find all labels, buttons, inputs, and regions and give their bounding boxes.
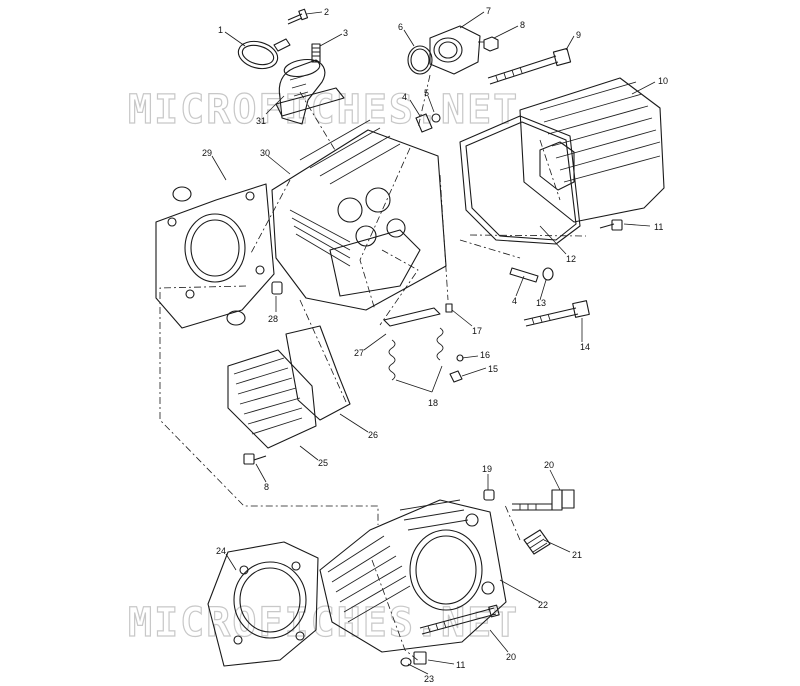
cover-gasket-lower [285, 325, 351, 421]
o-ring [407, 45, 433, 75]
cover-bolt-lower [243, 453, 267, 465]
watermark-top: MICROFICHES.NET [128, 87, 519, 133]
intake-bolt [311, 43, 321, 63]
valve-guide-right [509, 267, 554, 283]
cylinder-head-bottom [319, 499, 507, 653]
base-gasket [207, 541, 319, 667]
long-stud-right [523, 300, 590, 327]
callout-8-top: 8 [520, 20, 525, 30]
callout-12: 12 [566, 254, 576, 264]
callout-24: 24 [216, 546, 226, 556]
callout-22: 22 [538, 600, 548, 610]
leader-lines [211, 11, 656, 675]
callout-29: 29 [202, 148, 212, 158]
callout-3: 3 [343, 28, 348, 38]
dowel-pin [445, 303, 453, 313]
callout-21: 21 [572, 550, 582, 560]
washer-bottom [400, 657, 412, 667]
callout-17: 17 [472, 326, 482, 336]
callout-1: 1 [218, 25, 223, 35]
callout-31: 31 [256, 116, 266, 126]
hose-clamp [237, 38, 291, 70]
head-plug [271, 281, 283, 295]
callout-5: 5 [424, 88, 429, 98]
cover-bolt-right [599, 219, 623, 231]
intake-adapter [275, 58, 345, 125]
callout-11-bottom: 11 [456, 660, 465, 670]
cylinder-head-top [271, 119, 447, 311]
valve-cover [519, 77, 665, 223]
callout-8-lower: 8 [264, 482, 269, 492]
callout-13: 13 [536, 298, 546, 308]
callout-4-top: 4 [402, 92, 407, 102]
watermark-bottom: MICROFICHES.NET [128, 600, 519, 646]
long-stud-bottom-right [512, 489, 575, 511]
dowel-bottom [483, 489, 495, 501]
exhaust-flange [429, 25, 481, 75]
o-ring-lower [226, 310, 246, 326]
long-stud-bottom [419, 604, 500, 635]
callout-9: 9 [576, 30, 581, 40]
valve-cover-lower [227, 349, 317, 449]
callout-6: 6 [398, 22, 403, 32]
callout-27: 27 [354, 348, 364, 358]
clamp-screw [287, 8, 309, 25]
callout-25: 25 [318, 458, 328, 468]
flange-nut-top [478, 36, 499, 52]
callout-20-bottom: 20 [506, 652, 516, 662]
callout-26: 26 [368, 430, 378, 440]
callout-4-right: 4 [512, 296, 517, 306]
valve-keeper [449, 354, 464, 383]
callout-18: 18 [428, 398, 438, 408]
callout-7: 7 [486, 6, 491, 16]
cover-gasket [459, 115, 581, 245]
callout-11-top: 11 [654, 222, 663, 232]
callout-19: 19 [482, 464, 492, 474]
o-ring-inner [410, 48, 430, 72]
callout-20-top: 20 [544, 460, 554, 470]
head-gasket-top [155, 183, 275, 329]
callout-10: 10 [658, 76, 668, 86]
head-bolt-bottom [413, 651, 427, 665]
callout-28: 28 [268, 314, 278, 324]
threaded-fitting [523, 529, 551, 555]
callout-14: 14 [580, 342, 590, 352]
o-ring-left [172, 186, 192, 202]
callout-labels: 1 2 3 31 6 7 8 9 10 4 5 29 30 11 12 4 13… [202, 6, 668, 684]
long-stud-top [487, 47, 572, 85]
callout-23: 23 [424, 674, 434, 684]
callout-15: 15 [488, 364, 498, 374]
assembly-lines [159, 74, 587, 663]
valve-guide-top [415, 113, 441, 133]
callout-30: 30 [260, 148, 270, 158]
valve-springs [383, 307, 444, 381]
callout-16: 16 [480, 350, 490, 360]
callout-2: 2 [324, 7, 329, 17]
